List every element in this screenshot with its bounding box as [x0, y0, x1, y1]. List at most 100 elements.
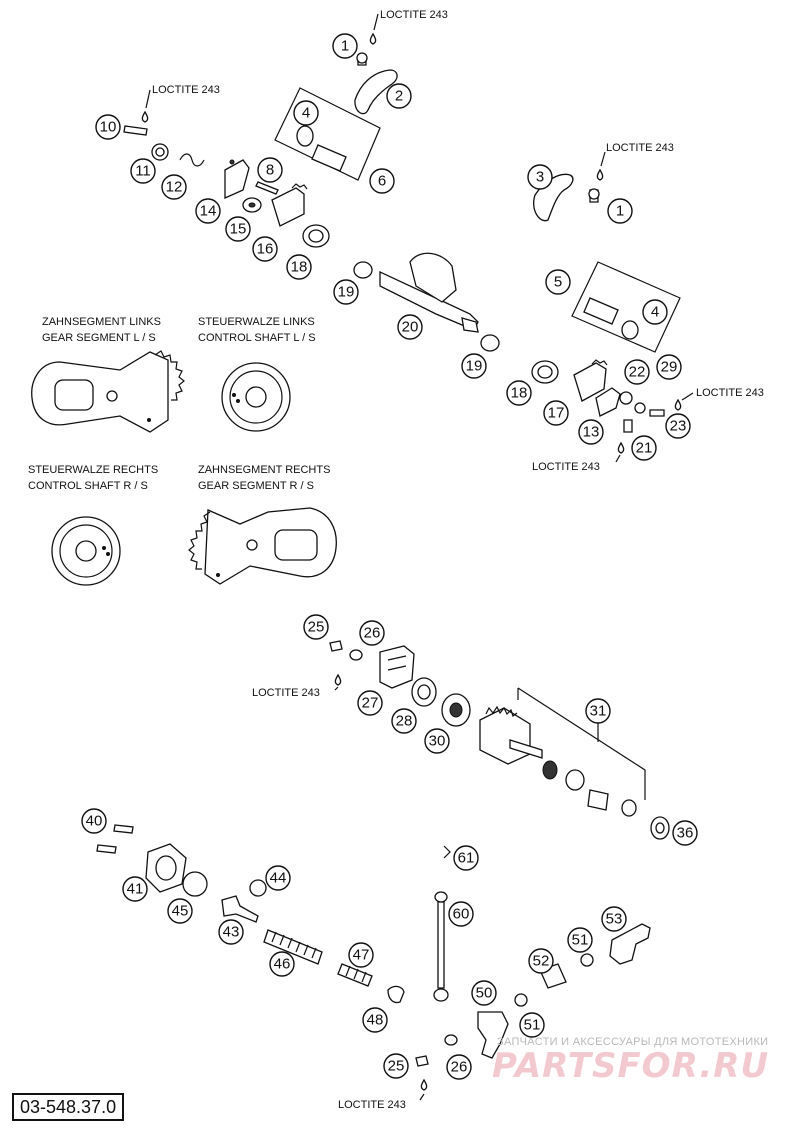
callout-31: 31 — [585, 698, 611, 724]
part-16-gear-segment — [271, 183, 308, 227]
svg-text:61: 61 — [458, 850, 475, 867]
part-53-lever — [609, 923, 651, 965]
watermark-tagline: ЗАПЧАСТИ И АКСЕССУАРЫ ДЛЯ МОТОТЕХНИКИ — [497, 1036, 769, 1048]
loctite-label-6: LOCTITE 243 — [252, 687, 320, 699]
part-48-clip — [387, 985, 405, 1004]
callout-13: 13 — [578, 419, 604, 445]
svg-text:18: 18 — [291, 259, 308, 276]
svg-text:21: 21 — [636, 440, 653, 457]
callout-4: 4 — [293, 100, 319, 126]
svg-text:11: 11 — [135, 163, 151, 180]
callout-40: 40 — [81, 808, 107, 834]
svg-text:47: 47 — [353, 947, 370, 964]
watermark-brand: PARTSFOR.RU — [492, 1046, 770, 1086]
svg-text:50: 50 — [476, 985, 493, 1002]
part-4-6-box — [274, 87, 381, 181]
part-46-spring — [263, 929, 323, 965]
control-shaft-right-drawing — [51, 516, 121, 586]
callout-3: 3 — [527, 164, 553, 190]
loctite-label-2: LOCTITE 243 — [152, 84, 220, 96]
svg-text:48: 48 — [367, 1012, 384, 1029]
gear-segment-right-en: GEAR SEGMENT R / S — [198, 480, 314, 492]
part-47-spring — [337, 963, 373, 987]
gear-segment-left-de: ZAHNSEGMENT LINKS — [42, 316, 161, 328]
loctite-label-3: LOCTITE 243 — [606, 142, 674, 154]
callout-18: 18 — [286, 254, 312, 280]
svg-text:26: 26 — [451, 1059, 468, 1076]
svg-text:44: 44 — [270, 870, 287, 887]
svg-text:18: 18 — [511, 385, 528, 402]
part-50-lever — [477, 1011, 509, 1059]
svg-text:8: 8 — [266, 162, 274, 179]
part-2-lever — [354, 69, 398, 115]
svg-text:19: 19 — [466, 358, 483, 375]
callout-23: 23 — [665, 413, 691, 439]
callout-27: 27 — [357, 690, 383, 716]
part-40-screws — [96, 824, 134, 854]
svg-text:13: 13 — [583, 424, 600, 441]
part-19-oring — [353, 261, 373, 279]
svg-text:5: 5 — [554, 274, 562, 291]
callout-4b: 4 — [642, 299, 668, 325]
loctite-label-4: LOCTITE 243 — [696, 387, 764, 399]
svg-text:1: 1 — [341, 38, 349, 55]
svg-text:4: 4 — [302, 105, 310, 122]
callout-26b: 26 — [446, 1054, 472, 1080]
callout-53: 53 — [601, 906, 627, 932]
svg-text:45: 45 — [172, 903, 189, 920]
gear-segment-left-drawing — [31, 350, 185, 433]
svg-text:20: 20 — [402, 319, 419, 336]
svg-text:46: 46 — [274, 956, 291, 973]
svg-text:25: 25 — [308, 619, 325, 636]
svg-text:41: 41 — [127, 881, 144, 898]
svg-text:43: 43 — [223, 924, 240, 941]
svg-text:23: 23 — [670, 418, 687, 435]
callout-48: 48 — [362, 1007, 388, 1033]
svg-text:52: 52 — [533, 953, 550, 970]
part-41-housing — [145, 843, 187, 893]
callout-16: 16 — [252, 236, 278, 262]
part-22-29-23-21 — [619, 391, 665, 433]
svg-text:3: 3 — [536, 169, 544, 186]
callout-30: 30 — [424, 728, 450, 754]
gear-segment-right-de: ZAHNSEGMENT RECHTS — [198, 464, 330, 476]
svg-text:6: 6 — [378, 173, 386, 190]
callout-61: 61 — [453, 845, 479, 871]
part-8-pin — [255, 181, 279, 195]
svg-text:22: 22 — [629, 364, 646, 381]
svg-text:53: 53 — [606, 911, 623, 928]
svg-text:2: 2 — [395, 88, 403, 105]
part-51-52-bushing — [514, 953, 594, 1007]
callout-1: 1 — [332, 33, 358, 59]
svg-text:17: 17 — [548, 405, 565, 422]
svg-text:19: 19 — [338, 284, 355, 301]
part-17-gear-segment — [573, 359, 608, 402]
loctite-label-5: LOCTITE 243 — [532, 461, 600, 473]
part-18-bushing — [302, 224, 330, 248]
callout-1b: 1 — [607, 198, 633, 224]
svg-text:16: 16 — [257, 241, 274, 258]
svg-text:25: 25 — [388, 1058, 405, 1075]
part-18b-bushing — [531, 360, 559, 384]
svg-text:36: 36 — [677, 825, 694, 842]
callout-2: 2 — [386, 83, 412, 109]
callout-45: 45 — [167, 898, 193, 924]
callout-19: 19 — [333, 279, 359, 305]
callout-44: 44 — [265, 865, 291, 891]
callout-21: 21 — [631, 435, 657, 461]
svg-text:12: 12 — [166, 179, 183, 196]
callout-18b: 18 — [506, 380, 532, 406]
part-45-oring — [182, 871, 208, 897]
svg-text:31: 31 — [590, 703, 607, 720]
callout-51b: 51 — [519, 1012, 545, 1038]
svg-text:26: 26 — [364, 625, 381, 642]
callout-22: 22 — [624, 359, 650, 385]
svg-text:27: 27 — [362, 695, 379, 712]
gear-segment-left-en: GEAR SEGMENT L / S — [42, 332, 156, 344]
callout-50: 50 — [471, 980, 497, 1006]
part-number-box: 03-548.37.0 — [12, 1093, 125, 1121]
callout-6: 6 — [369, 168, 395, 194]
svg-text:14: 14 — [200, 203, 217, 220]
svg-text:40: 40 — [86, 813, 103, 830]
